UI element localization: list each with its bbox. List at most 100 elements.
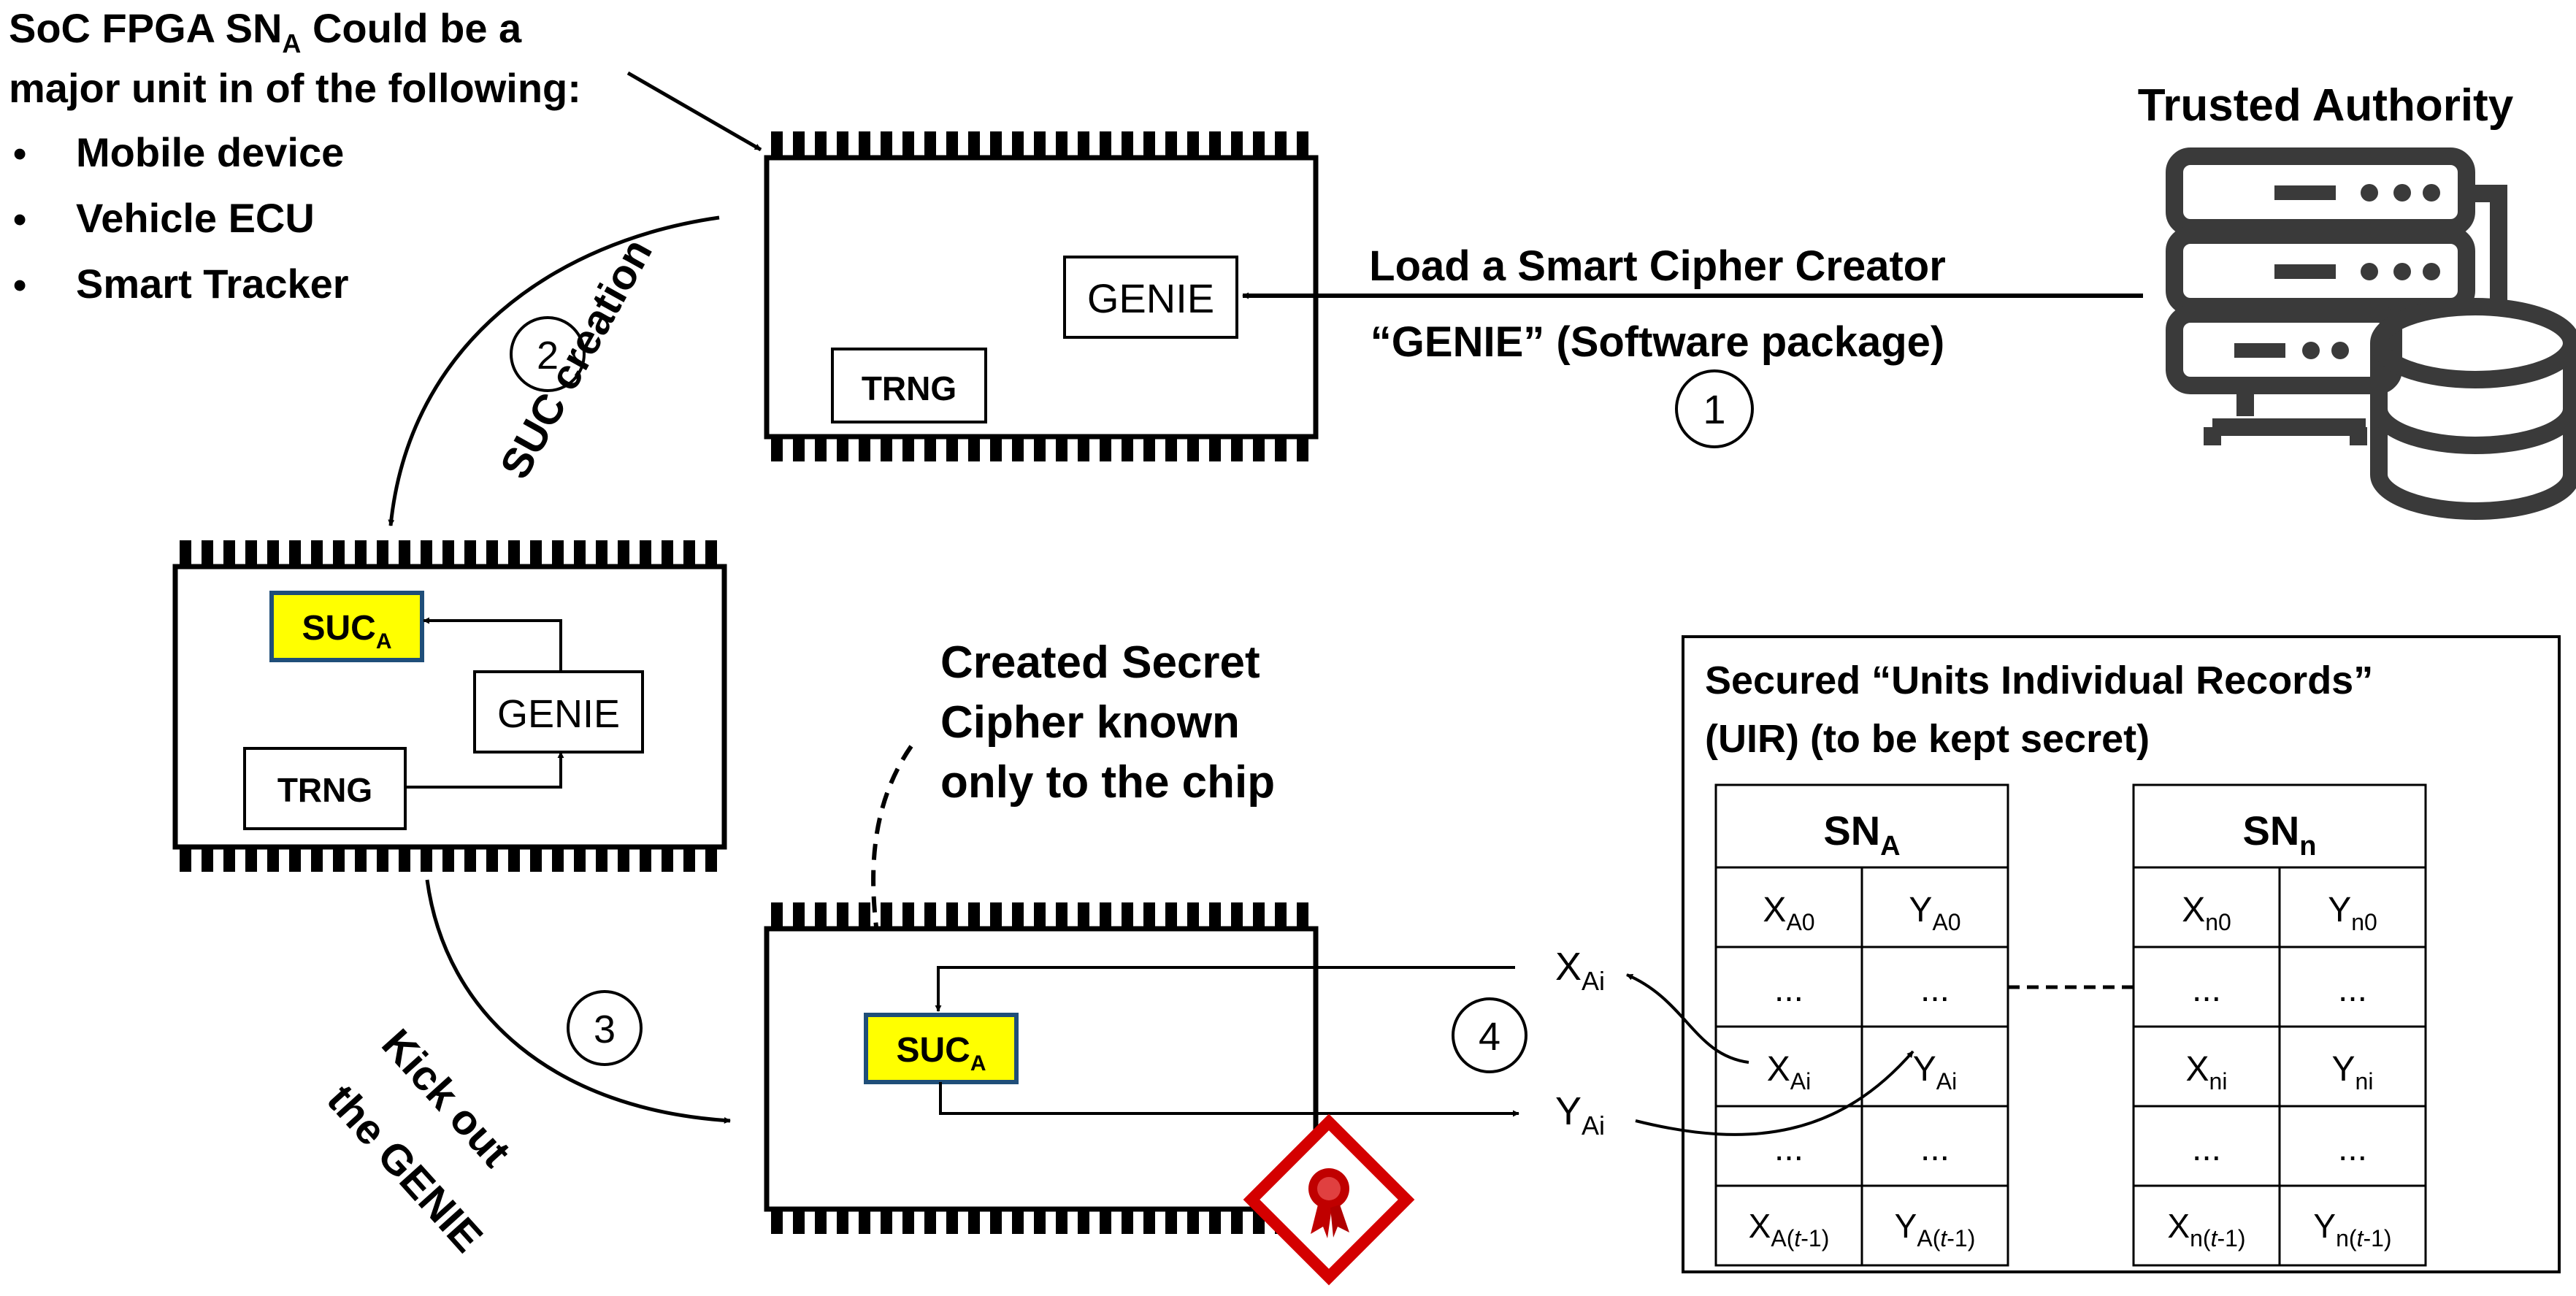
y-to-record-arrow <box>1635 1050 1914 1136</box>
intro-line1-prefix: SoC FPGA SN <box>9 5 282 51</box>
genie-label: GENIE <box>1087 275 1214 321</box>
table-cell: Xn(t-1) <box>2167 1207 2245 1251</box>
table-cell: Xn0 <box>2182 891 2231 935</box>
chip-pins-bottom <box>179 846 718 872</box>
challenge-input-arrow <box>935 966 1515 1012</box>
secret-note-line3: only to the chip <box>940 757 1275 808</box>
genie-box <box>1063 256 1238 339</box>
response-output-arrow <box>939 1082 1519 1117</box>
suc-label: SUC <box>302 609 375 648</box>
table-cell: ... <box>2192 970 2221 1009</box>
bullet-glyph: • <box>13 264 26 307</box>
uir-table-sn-a: SNA <box>1714 783 2009 1267</box>
step-4-circle <box>1452 997 1527 1073</box>
intro-line1-suffix: Could be a <box>301 5 522 51</box>
genie-box <box>473 670 644 754</box>
chip-suc-creation: SUCA GENIE TRNG <box>172 540 727 872</box>
server-led-icons <box>2234 184 2440 359</box>
table-cell: XA(t-1) <box>1749 1207 1830 1251</box>
table-header: SN <box>2242 808 2299 854</box>
step-1-number: 1 <box>1703 386 1725 432</box>
x-ai-label: X <box>1555 945 1582 989</box>
svg-text:SoC FPGA SNA Could be a: SoC FPGA SNA Could be a <box>9 5 522 58</box>
bullet-item: Smart Tracker <box>76 261 349 307</box>
table-cell: Yni <box>2332 1050 2374 1094</box>
chip-pins-top <box>179 540 718 567</box>
chip-soc-fpga: GENIE TRNG <box>764 131 1319 461</box>
table-cell: ... <box>2338 970 2367 1009</box>
security-seal-icon <box>1243 1113 1415 1286</box>
table-cell: ... <box>1920 1130 1950 1168</box>
intro-line1-sub: A <box>282 28 301 58</box>
step-3-circle <box>567 990 643 1066</box>
trng-label: TRNG <box>277 771 372 809</box>
step-1-circle <box>1675 369 1754 448</box>
svg-text:SNA: SNA <box>1823 808 1900 862</box>
table-cell: YAi <box>1913 1050 1957 1094</box>
suc-a-box <box>269 591 424 662</box>
table-cell: Yn(t-1) <box>2313 1207 2391 1251</box>
suc-label: SUC <box>896 1031 970 1070</box>
bullet-item: Mobile device <box>76 129 344 175</box>
svg-text:SUCA: SUCA <box>302 609 391 653</box>
table-cell: XAi <box>1767 1050 1811 1094</box>
table-n-cells: Xn0 Yn0...... Xni Yni...... <box>2182 891 2377 1168</box>
table-a-cells: XA0 YA0...... XAi YAi...... <box>1763 891 1960 1168</box>
trusted-authority-label: Trusted Authority <box>2138 80 2514 131</box>
chip-pins-bottom <box>770 435 1311 461</box>
table-cell: ... <box>1920 970 1950 1009</box>
uir-title-line1: Secured “Units Individual Records” <box>1705 659 2373 702</box>
suc-sub: A <box>376 629 392 653</box>
trng-box <box>243 747 407 830</box>
y-ai-sub: Ai <box>1582 1111 1605 1140</box>
step-4-number: 4 <box>1479 1015 1500 1059</box>
bullet-glyph: • <box>13 133 26 175</box>
table-header-sub: A <box>1880 831 1900 862</box>
load-arrow-line2: “GENIE” (Software package) <box>1371 318 1944 366</box>
server-database-icon <box>2166 147 2576 520</box>
load-arrow-line1: Load a Smart Cipher Creator <box>1369 242 1946 290</box>
table-cell: ... <box>1774 970 1803 1009</box>
trng-box <box>831 348 987 423</box>
table-cell: ... <box>1774 1130 1803 1168</box>
table-header-sub: n <box>2299 831 2316 862</box>
trng-label: TRNG <box>862 369 957 407</box>
intro-line2: major unit in of the following: <box>9 65 581 111</box>
bullet-glyph: • <box>13 199 26 241</box>
bullet-item: Vehicle ECU <box>76 195 315 241</box>
chip-secured: SUCA <box>764 902 1519 1234</box>
step-2-circle <box>510 316 586 392</box>
y-ai-label: Y <box>1555 1089 1582 1133</box>
table-header: SN <box>1823 808 1880 854</box>
chip-body <box>764 926 1319 1212</box>
intro-text: SoC FPGA SNA Could be a major unit in of… <box>9 5 581 307</box>
trng-to-genie-arrow <box>405 751 564 789</box>
suc-sub: A <box>970 1051 986 1075</box>
kick-out-arrow <box>425 879 731 1124</box>
suc-creation-arrow <box>388 215 720 526</box>
genie-to-suc-arrow <box>423 617 562 672</box>
step-3-number: 3 <box>594 1008 616 1051</box>
svg-text:SNn: SNn <box>2242 808 2316 862</box>
secret-note-line2: Cipher known <box>940 697 1240 748</box>
table-cell: YA(t-1) <box>1895 1207 1976 1251</box>
suc-a-box <box>864 1013 1019 1084</box>
x-ai-sub: Ai <box>1582 966 1605 996</box>
table-cell: YA0 <box>1909 891 1960 935</box>
step-2-number: 2 <box>537 334 559 377</box>
table-cell: XA0 <box>1763 891 1814 935</box>
genie-label: GENIE <box>497 692 620 736</box>
table-cell: ... <box>2338 1130 2367 1168</box>
intro-pointer-arrow <box>626 71 762 152</box>
table-cell: Xni <box>2186 1050 2228 1094</box>
uir-panel <box>1682 635 2561 1273</box>
chip-pins-top <box>770 131 1311 158</box>
svg-text:SUCA: SUCA <box>896 1031 986 1075</box>
svg-text:YAi: YAi <box>1555 1089 1605 1140</box>
uir-title-line2: (UIR) (to be kept secret) <box>1705 717 2150 761</box>
record-to-x-arrow <box>1626 973 1749 1064</box>
table-cell: ... <box>2192 1130 2221 1168</box>
table-cell: Yn0 <box>2328 891 2377 935</box>
chip-pins-top <box>770 902 1311 929</box>
